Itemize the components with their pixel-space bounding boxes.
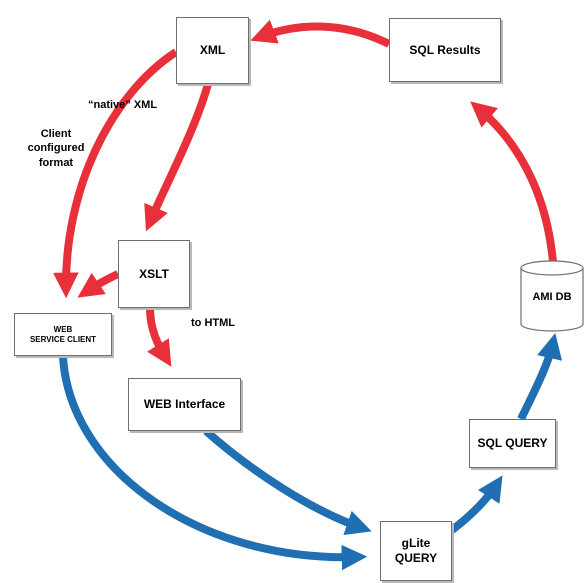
arrow-xslt-to-web-interface — [146, 307, 172, 367]
sql-query-node-label: SQL QUERY — [477, 436, 548, 450]
sql-results-node-label: SQL Results — [409, 42, 481, 57]
sql-query-node: SQL QUERY — [469, 419, 556, 468]
client-configured-format-line1: Client — [40, 128, 72, 140]
client-configured-format-line2: configured — [27, 142, 85, 155]
xml-node: XML — [176, 17, 249, 84]
arrow-glite-to-sql-query — [449, 475, 503, 534]
xml-node-label: XML — [199, 43, 226, 57]
arrow-sql-results-to-xml — [250, 19, 391, 48]
xslt-node-label: XSLT — [139, 266, 169, 281]
glite-query-label-line1: gLite — [401, 536, 431, 550]
web-service-client-label-line2: SERVICE CLIENT — [29, 334, 97, 344]
ami-db-node: AMI DB — [521, 274, 583, 320]
ami-db-node-label: AMI DB — [532, 291, 572, 303]
client-configured-format-edge-label: Client configured format — [16, 127, 96, 170]
arrow-xml-to-xslt — [144, 82, 212, 232]
arrow-db-to-sql-results — [470, 101, 557, 263]
arrow-xslt-to-web-client — [77, 270, 120, 298]
web-service-client-node: WEB SERVICE CLIENT — [14, 313, 112, 356]
web-interface-node-label: WEB Interface — [143, 397, 226, 411]
client-configured-format-line3: format — [38, 156, 74, 169]
arrow-web-client-to-glite — [59, 356, 368, 571]
arrow-web-interface-to-glite — [203, 428, 372, 536]
glite-query-label-line2: QUERY — [394, 551, 438, 565]
native-xml-edge-label: “native” XML — [88, 99, 158, 111]
web-interface-node: WEB Interface — [128, 378, 241, 431]
glite-query-node: gLite QUERY — [380, 521, 452, 581]
arrow-xml-to-web-client — [53, 48, 179, 299]
web-service-client-label-line1: WEB — [53, 324, 73, 334]
sql-results-node: SQL Results — [389, 18, 501, 82]
arrow-sql-query-to-db — [517, 333, 563, 421]
database-icon — [520, 260, 584, 332]
to-html-edge-label: to HTML — [191, 317, 235, 329]
xslt-node: XSLT — [118, 240, 190, 308]
